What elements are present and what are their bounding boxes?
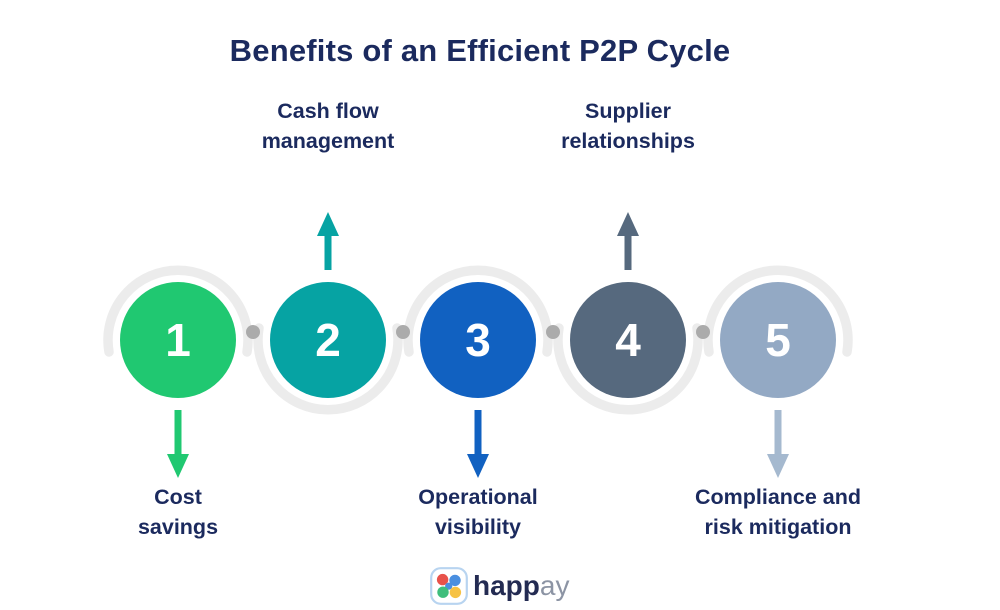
arrow-down-icon [767,410,789,478]
happay-logo-icon [430,567,468,605]
logo-red-dot [436,573,449,586]
step-label-line: Cash flow [277,99,379,123]
step-label-line: Operational [418,485,538,509]
step-number-2: 2 [315,314,341,366]
step-label-supplier-relationships: Supplier relationships [498,96,758,156]
logo-blue-dot [449,574,461,587]
step-number-3: 3 [465,314,491,366]
logo-text-secondary: ay [539,570,570,601]
step-label-line: risk mitigation [704,515,852,539]
logo-blue-dot [445,582,453,590]
step-label-line: Cost [154,485,202,509]
step-circle-5 [720,282,836,398]
step-label-line: relationships [561,129,695,153]
happay-logo: happay [430,567,569,605]
connector-dots [246,325,710,339]
step-label-compliance-risk-mitigation: Compliance and risk mitigation [648,482,908,542]
logo-yellow-dot [449,586,462,599]
logo-green-dot [437,586,449,598]
arrow-up-icon [317,212,339,270]
arrow-down-icon [167,410,189,478]
arrow-up-icon [617,212,639,270]
arrow-down-icon [467,410,489,478]
ring-arc-step-2 [253,323,403,415]
step-label-line: visibility [434,515,522,539]
step-circle-3 [420,282,536,398]
connector-dot [696,325,710,339]
ring-arc-step-1 [103,265,253,357]
page-title: Benefits of an Efficient P2P Cycle [229,32,731,68]
connector-dot [546,325,560,339]
connector-dot [246,325,260,339]
step-label-line: Supplier [584,99,671,123]
step-label-line: management [261,129,395,153]
step-label-cost-savings: Cost savings [48,482,308,542]
step-circle-1 [120,282,236,398]
ring-arc-step-3 [403,265,553,357]
wave-ring-track [103,265,853,415]
step-number-5: 5 [765,314,791,366]
step-label-cash-flow-management: Cash flow management [198,96,458,156]
ring-arc-step-4 [553,323,703,415]
ring-arc-step-5 [703,265,853,357]
logo-text-primary: happ [473,570,540,601]
happay-logo-text: happay [473,567,569,605]
step-circle-4 [570,282,686,398]
step-label-line: Compliance and [694,485,862,509]
step-label-operational-visibility: Operational visibility [348,482,608,542]
step-label-line: savings [137,515,219,539]
connector-dot [396,325,410,339]
step-circle-2 [270,282,386,398]
step-number-1: 1 [165,314,191,366]
step-number-4: 4 [615,314,641,366]
